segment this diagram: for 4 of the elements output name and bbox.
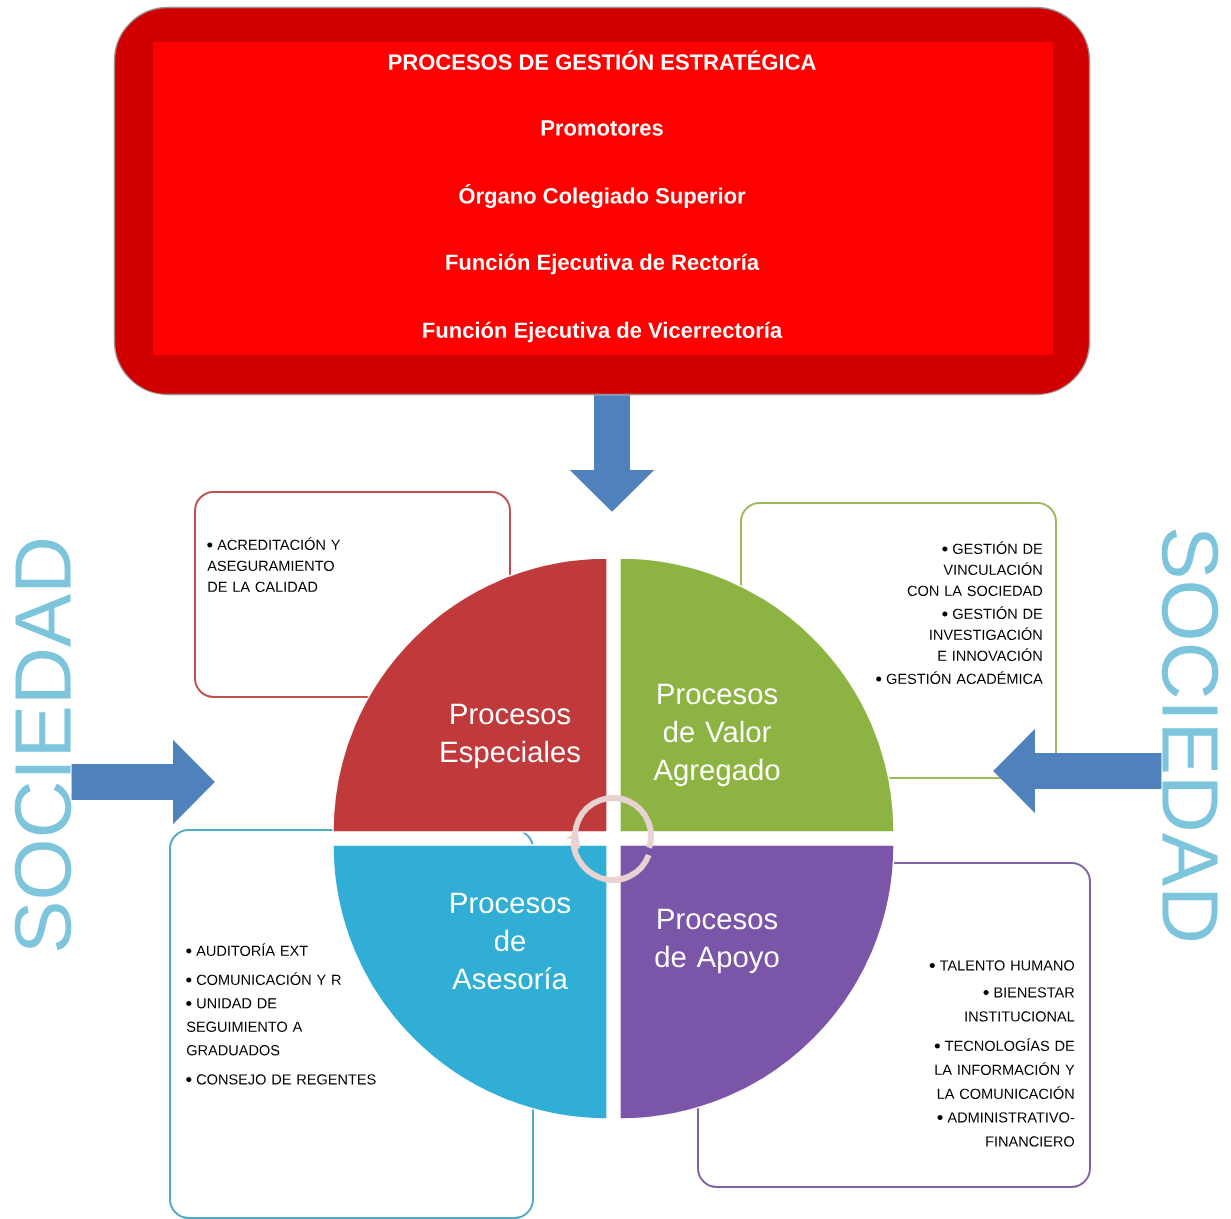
title-banner: PROCESOS DE GESTIÓN ESTRATÉGICA Promotores Órgano Colegiado Superior Función Ejecutiva de Rectoría Función Ejecutiva de Vicerrectoría — [113, 6, 1091, 396]
side-label: SOCIEDAD — [14, 539, 72, 951]
side-label: SOCIEDAD — [1161, 529, 1219, 941]
quadrant: Procesos de Apoyo — [619, 844, 895, 1120]
